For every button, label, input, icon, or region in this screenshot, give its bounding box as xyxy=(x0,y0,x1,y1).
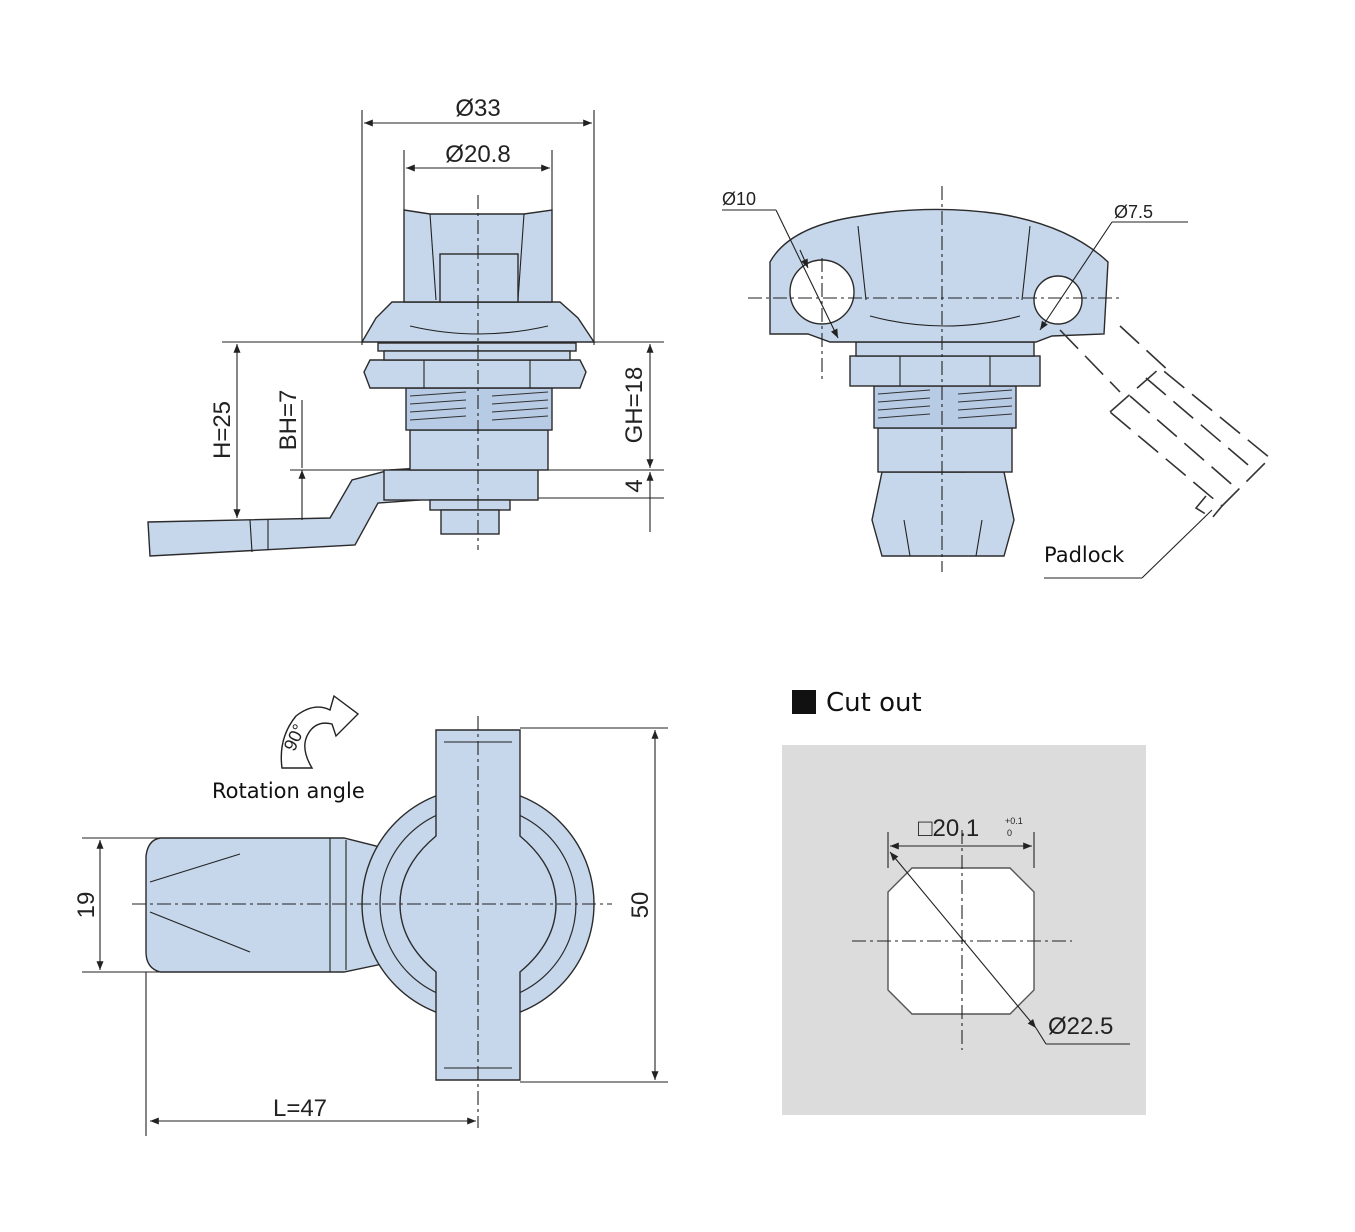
dim-width: 19 xyxy=(73,892,100,919)
top-view: 90° Rotation angle 19 50 L=47 xyxy=(73,694,668,1136)
cutout-diameter-dim: Ø22.5 xyxy=(1048,1013,1113,1040)
hex-nut xyxy=(363,359,587,389)
cutout-tol-plus: +0.1 xyxy=(1005,816,1023,826)
dim-length: L=47 xyxy=(273,1095,327,1122)
section-bullet xyxy=(792,690,816,714)
cutout-square-dim: □20.1 xyxy=(918,815,979,842)
cutout-tol-zero: 0 xyxy=(1007,828,1012,838)
dim-hole-right: Ø7.5 xyxy=(1114,202,1153,222)
dim-bh: BH=7 xyxy=(275,390,302,451)
padlock-hole-right xyxy=(1033,275,1083,325)
screw xyxy=(440,509,500,535)
front-view: Ø33 Ø20.8 H=25 BH=7 GH=18 4 xyxy=(147,95,664,557)
lever-arm xyxy=(147,467,421,557)
cam-plate xyxy=(383,469,539,501)
cam-bulb xyxy=(871,471,1015,557)
lever-top xyxy=(145,837,393,973)
padlock-ghost xyxy=(1059,325,1272,520)
dim-inner-diameter: Ø20.8 xyxy=(445,141,510,168)
lower-body xyxy=(409,429,549,471)
side-view: Ø10 Ø7.5 Padlock xyxy=(722,186,1272,579)
dim-outer-diameter: Ø33 xyxy=(455,95,500,122)
rotation-arrow-icon xyxy=(280,694,360,769)
rotation-label: Rotation angle xyxy=(212,779,365,803)
padlock-head xyxy=(769,208,1109,343)
side-hex-nut xyxy=(849,355,1041,387)
dim-four: 4 xyxy=(621,479,648,492)
cutout-section: Cut out □20.1 +0.1 0 Ø22.5 xyxy=(782,688,1146,1115)
padlock-label: Padlock xyxy=(1044,543,1125,567)
dim-gh: GH=18 xyxy=(621,367,648,444)
dim-hole-left: Ø10 xyxy=(722,189,756,209)
dim-height: H=25 xyxy=(209,401,236,459)
dim-top-height: 50 xyxy=(627,892,654,919)
cutout-title: Cut out xyxy=(826,688,922,718)
